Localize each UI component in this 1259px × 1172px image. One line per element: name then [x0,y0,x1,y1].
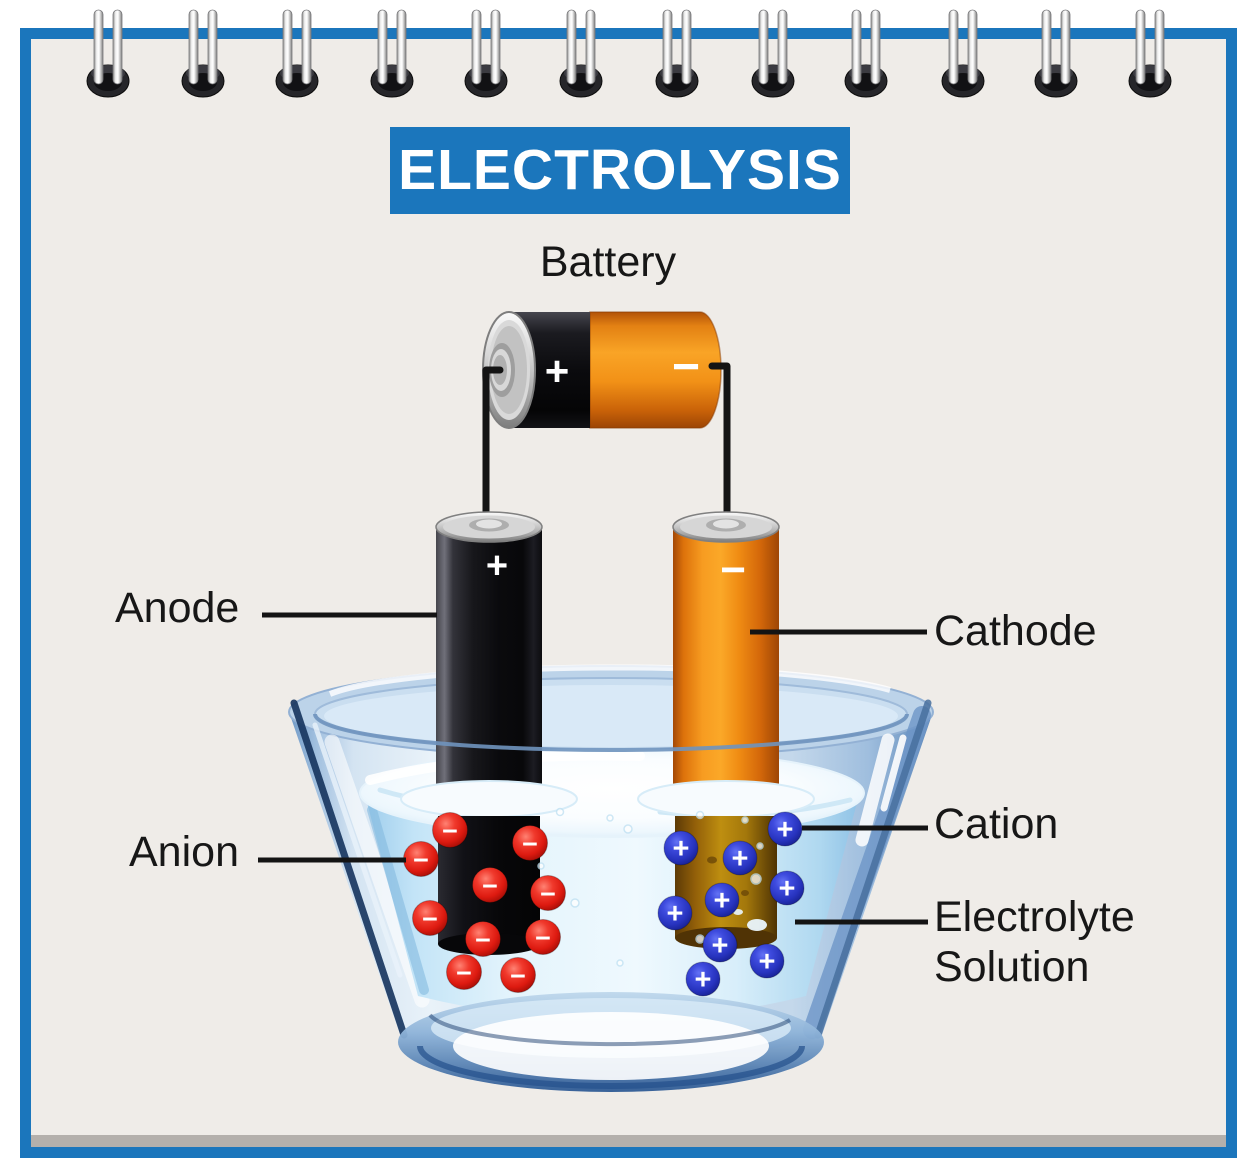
binder-rings [86,9,1172,98]
cathode-surface-ripple [637,780,815,818]
anion: − [525,919,561,955]
anion: − [446,954,482,990]
svg-text:+: + [759,946,776,978]
anion: − [530,875,566,911]
binder-ring-icon [941,9,985,98]
binder-ring-icon [655,9,699,98]
beaker-base [398,992,824,1092]
cation: + [704,882,740,918]
svg-text:−: − [482,871,498,901]
bubbles [537,807,764,967]
battery: + − [482,311,722,429]
cation: + [663,830,699,866]
anode-label: Anode [115,584,240,632]
svg-text:+: + [667,898,684,930]
anode-wire [482,366,504,528]
binder-ring-icon [751,9,795,98]
svg-text:−: − [510,961,526,991]
cathode-label: Cathode [934,607,1097,655]
electrolyte-solution-label: Electrolyte Solution [934,893,1135,991]
anion: − [403,841,439,877]
anode-surface-ripple [400,780,578,818]
svg-text:−: − [413,845,429,875]
binder-ring-icon [370,9,414,98]
ions: −−−−−−−−−−+++++++++ [403,811,805,997]
binder-ring-icon [1034,9,1078,98]
cation: + [685,961,721,997]
svg-text:+: + [732,843,749,875]
svg-text:+: + [695,964,712,996]
cation: + [702,927,738,963]
svg-text:+: + [712,930,729,962]
cation: + [722,840,758,876]
title-banner: ELECTROLYSIS [390,127,850,214]
anode-electrode: + [435,511,543,805]
svg-text:+: + [714,885,731,917]
svg-text:+: + [779,873,796,905]
binder-ring-icon [1128,9,1172,98]
cation: + [767,811,803,847]
cathode-minus-sign: − [720,546,746,595]
cathode-electrode: − [672,511,780,805]
cation: + [657,895,693,931]
svg-text:−: − [522,829,538,859]
svg-text:+: + [777,814,794,846]
cation: + [749,943,785,979]
page-stack-edge [31,1135,1226,1147]
anode-plus-sign: + [486,545,508,587]
svg-text:−: − [535,923,551,953]
anion: − [432,812,468,848]
svg-text:−: − [442,816,458,846]
battery-plus-sign: + [545,348,570,395]
svg-text:−: − [456,958,472,988]
svg-text:−: − [540,879,556,909]
binder-ring-icon [86,9,130,98]
anion: − [472,867,508,903]
cathode-submerged [675,816,777,949]
battery-label: Battery [539,238,677,286]
beaker-front-rim [313,713,909,752]
battery-negative-body [589,311,722,429]
anion: − [465,921,501,957]
binder-ring-icon [844,9,888,98]
cathode-wire [708,362,731,528]
binder-ring-icon [275,9,319,98]
cation: + [769,870,805,906]
binder-ring-icon [181,9,225,98]
anion: − [500,957,536,993]
leader-lines [258,612,928,925]
anion: − [512,825,548,861]
battery-minus-sign: − [672,341,700,394]
anion-label: Anion [129,828,239,876]
svg-text:−: − [475,925,491,955]
anion: − [412,900,448,936]
binder-ring-icon [559,9,603,98]
cation-label: Cation [934,800,1059,848]
svg-text:−: − [422,904,438,934]
binder-ring-icon [464,9,508,98]
svg-text:+: + [673,833,690,865]
